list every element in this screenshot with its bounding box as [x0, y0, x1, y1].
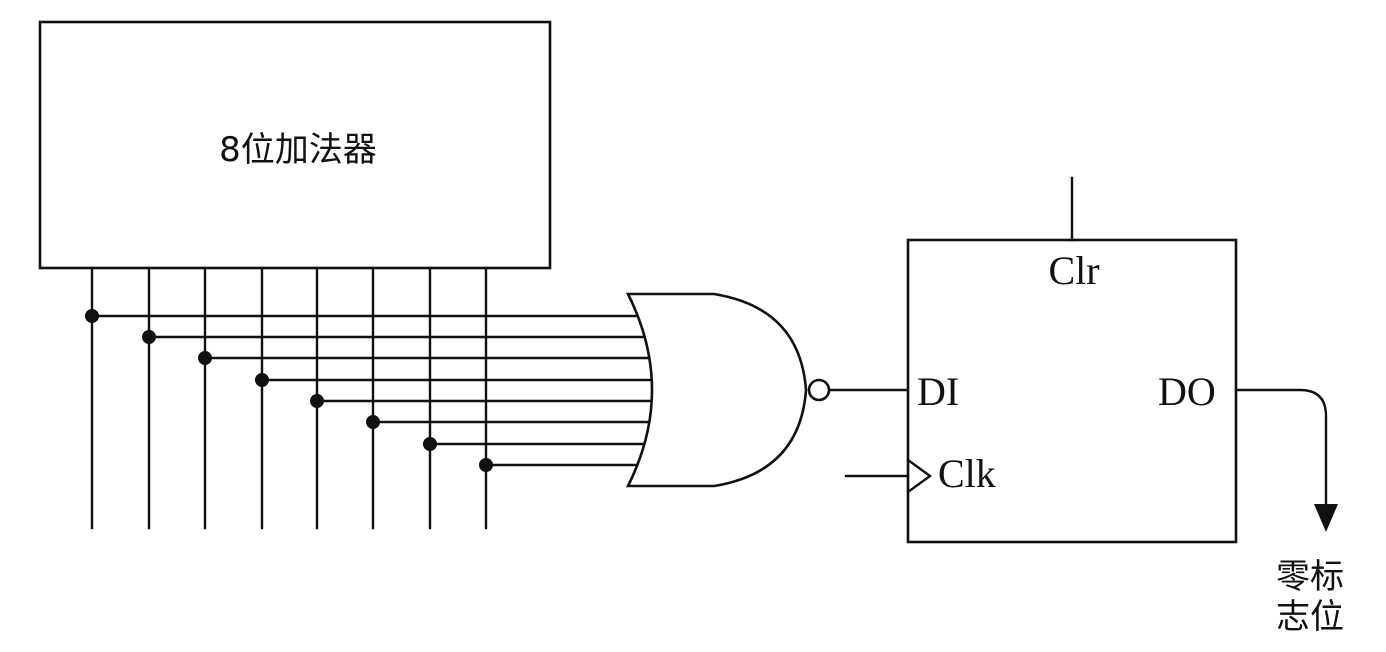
nor-gate-input-wires — [90, 314, 672, 467]
di-label: DI — [917, 369, 959, 414]
zero-flag-label-line2: 志位 — [1276, 597, 1344, 637]
do-label: DO — [1158, 369, 1216, 414]
adder-box — [38, 20, 552, 270]
d-flip-flop: Clr DI DO Clk — [844, 176, 1238, 544]
junction-dot-bit-1 — [142, 330, 156, 344]
adder-block: 8位加法器 — [38, 20, 552, 270]
junction-dot-bit-6 — [423, 437, 437, 451]
do-output-wire — [1234, 388, 1328, 508]
clk-label: Clk — [938, 451, 996, 496]
junction-dot-bit-4 — [310, 394, 324, 408]
adder-output-bus — [90, 266, 488, 530]
adder-label: 8位加法器 — [219, 130, 377, 170]
nor-gate-body — [625, 292, 808, 488]
bus-junction-dots — [85, 309, 493, 472]
zero-flag-label-line1: 零标 — [1276, 557, 1344, 597]
clock-edge-triangle-icon — [906, 458, 933, 494]
down-arrow-icon — [1314, 504, 1338, 532]
nor-gate — [625, 292, 831, 488]
flip-flop-box — [906, 238, 1238, 544]
junction-dot-bit-3 — [255, 373, 269, 387]
junction-dot-bit-2 — [198, 351, 212, 365]
nor-gate-inversion-bubble — [807, 378, 831, 402]
junction-dot-bit-5 — [366, 415, 380, 429]
zero-flag-output: 零标 志位 — [1234, 388, 1344, 637]
junction-dot-bit-7 — [479, 458, 493, 472]
clr-label: Clr — [1048, 248, 1099, 293]
junction-dot-bit-0 — [85, 309, 99, 323]
